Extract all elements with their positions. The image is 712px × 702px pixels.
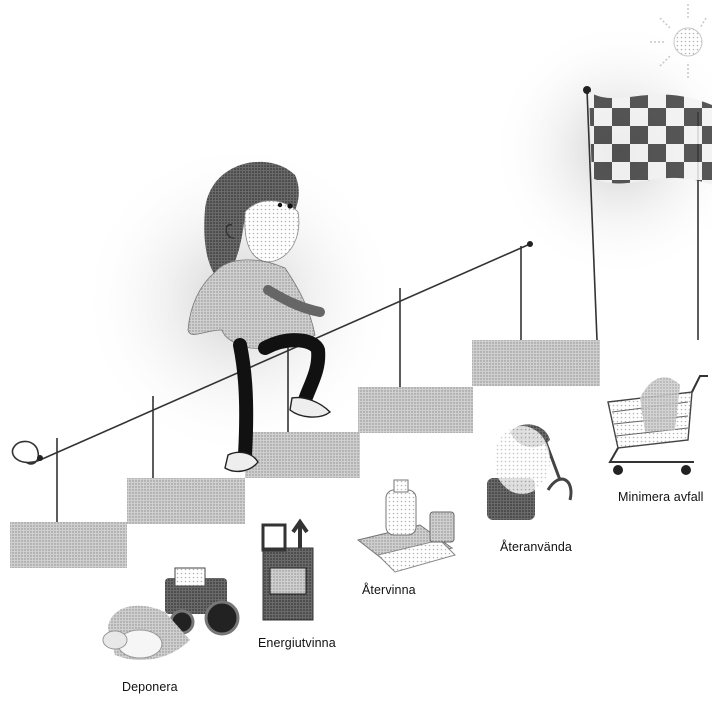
label-atervinna: Återvinna <box>362 583 416 597</box>
shopping-cart-icon <box>608 376 708 475</box>
recycling-materials-icon <box>358 480 455 572</box>
step-5 <box>472 340 600 386</box>
reuse-lamp-chair-icon <box>487 424 571 520</box>
step-3 <box>245 432 360 478</box>
label-minimera: Minimera avfall <box>618 490 704 504</box>
landfill-tractor-icon <box>103 568 238 660</box>
energy-furnace-icon <box>263 522 313 620</box>
step-1 <box>10 522 127 568</box>
step-4 <box>358 387 473 433</box>
label-deponera: Deponera <box>122 680 178 694</box>
step-2 <box>127 478 245 524</box>
label-energiutvinna: Energiutvinna <box>258 636 336 650</box>
label-ateranvanda: Återanvända <box>500 540 572 554</box>
